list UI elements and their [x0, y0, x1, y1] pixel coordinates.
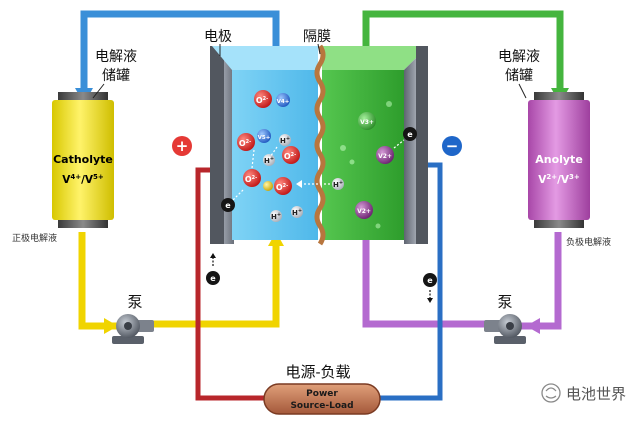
svg-text:H+: H+ [280, 136, 290, 145]
label-pump-right: 泵 [497, 293, 512, 311]
pump-right [484, 314, 526, 344]
negative-terminal: − [442, 136, 462, 156]
vanadium-ion-v3: V3+ [358, 112, 376, 130]
negative-half-cell [322, 70, 404, 240]
cell [210, 44, 428, 246]
arrow-left-pump-right [526, 318, 540, 334]
positive-wire [195, 167, 272, 401]
label-right-tank-line2: 储罐 [505, 68, 533, 84]
label-membrane: 隔膜 [303, 29, 331, 45]
membrane [314, 44, 326, 246]
label-right-tank-line1: 电解液 [498, 49, 540, 65]
svg-text:H+: H+ [292, 208, 302, 217]
vanadium-ion-v5: V5+ [257, 129, 271, 143]
vanadium-ion-small [263, 181, 273, 191]
hydrogen-ion: H+ [291, 206, 303, 218]
arrow-right-pump-left [104, 318, 118, 334]
anolyte-name: Anolyte [535, 153, 583, 166]
svg-text:O2-: O2- [276, 183, 288, 192]
anolyte-supply-pipe [362, 232, 562, 330]
pump-left [112, 314, 154, 344]
svg-text:H+: H+ [264, 156, 274, 165]
label-catholyte: 正极电解液 [12, 232, 57, 244]
hydrogen-ion: H+ [270, 210, 282, 222]
svg-text:e: e [407, 130, 413, 139]
svg-text:H+: H+ [333, 180, 343, 189]
power-line2: Source-Load [290, 401, 353, 411]
svg-text:O2-: O2- [284, 152, 296, 161]
svg-text:V5+: V5+ [258, 135, 271, 141]
anolyte-tank: Anolyte V2+/V3+ [528, 92, 590, 228]
label-power-source: 电源-负载 [285, 363, 350, 381]
hydrogen-ion-crossing: H+ [332, 178, 344, 190]
negative-symbol: − [446, 137, 459, 155]
electron-cell-left: e [221, 198, 235, 212]
watermark: 电池世界 [541, 383, 626, 403]
electron-wire-left: e [206, 253, 220, 285]
catholyte-name: Catholyte [53, 153, 113, 166]
svg-text:O2-: O2- [239, 139, 251, 148]
vanadium-ion-v2: V2+ [355, 201, 373, 219]
label-anolyte: 负极电解液 [566, 236, 611, 248]
svg-text:V2+: V2+ [357, 208, 371, 215]
electron-cell-right: e [403, 127, 417, 141]
svg-text:e: e [210, 274, 216, 283]
oxygen-ion: O2- [254, 90, 272, 108]
hydrogen-ion: H+ [279, 134, 291, 146]
vanadium-ion-v4: V4+ [276, 93, 290, 107]
oxygen-ion: O2- [282, 146, 300, 164]
label-pump-left: 泵 [127, 293, 142, 311]
pointer-right-tank [518, 83, 527, 99]
positive-symbol: + [176, 137, 189, 155]
svg-text:e: e [427, 276, 433, 285]
hydrogen-ion: H+ [263, 154, 275, 166]
svg-text:V4+: V4+ [277, 99, 290, 105]
electron-wire-right: e [423, 273, 437, 303]
power-line1: Power [306, 389, 338, 399]
oxygen-ion: O2- [237, 133, 255, 151]
catholyte-return-pipe [80, 10, 280, 92]
negative-wire [376, 162, 443, 401]
svg-text:O2-: O2- [245, 175, 257, 184]
positive-terminal: + [172, 136, 192, 156]
svg-text:O2-: O2- [256, 96, 268, 105]
wechat-icon [545, 387, 557, 399]
positive-half-cell [232, 70, 318, 240]
label-left-tank-line1: 电解液 [95, 49, 137, 65]
svg-text:e: e [225, 201, 231, 210]
ions-positive-side: O2- V4+ O2- V5+ H+ O2- H+ O2- [221, 90, 330, 222]
anolyte-return-pipe [362, 10, 564, 92]
ions-negative-side: V3+ V2+ V2+ e H+ [332, 101, 417, 229]
oxygen-ion: O2- [274, 177, 292, 195]
svg-text:V3+: V3+ [360, 119, 374, 126]
watermark-text: 电池世界 [566, 385, 626, 403]
svg-text:H+: H+ [271, 212, 281, 221]
pointer-membrane [317, 43, 321, 55]
catholyte-tank: Catholyte V4+/V5+ [52, 92, 114, 228]
catholyte-supply-pipe [78, 232, 280, 330]
vanadium-ion-v2: V2+ [376, 146, 394, 164]
oxygen-ion: O2- [243, 169, 261, 187]
power-source-load: Power Source-Load [263, 383, 381, 415]
svg-text:V2+: V2+ [378, 153, 392, 160]
pointer-left-tank [92, 83, 105, 99]
label-left-tank-line2: 储罐 [102, 68, 130, 84]
label-electrode: 电极 [204, 29, 232, 45]
